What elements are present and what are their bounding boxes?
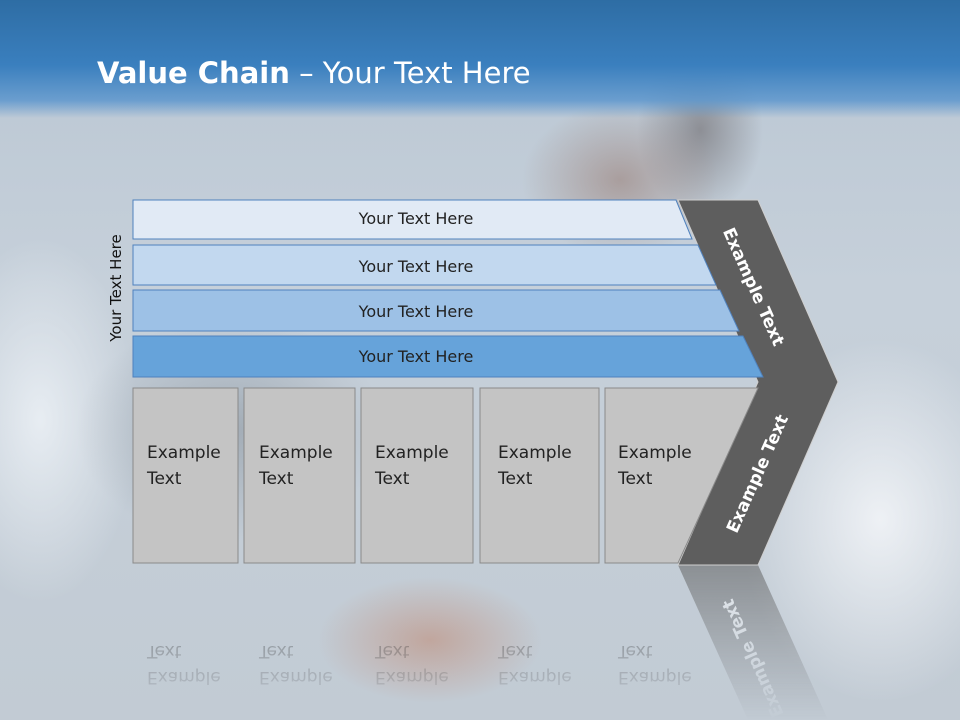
reflection-column-1-line-1: Example <box>147 667 221 687</box>
row-1-label: Your Text Here <box>358 209 474 228</box>
column-5-line-2: Text <box>617 469 653 489</box>
column-4-box <box>479 387 600 564</box>
row-3: Your Text Here <box>132 289 740 332</box>
column-4-line-2: Text <box>497 469 533 489</box>
row-2: Your Text Here <box>132 244 717 286</box>
column-5-box <box>604 387 759 564</box>
row-4-label: Your Text Here <box>358 347 474 366</box>
column-4-line-1: Example <box>498 443 572 463</box>
reflection-column-1-line-2: Text <box>146 641 182 661</box>
header-bar <box>0 0 960 118</box>
column-3-line-1: Example <box>375 443 449 463</box>
row-1: Your Text Here <box>132 199 693 240</box>
column-1: Example Text <box>132 387 239 564</box>
reflection-column-4-line-2: Text <box>497 641 533 661</box>
reflection-column-2-line-2: Text <box>258 641 294 661</box>
column-4: Example Text <box>479 387 600 564</box>
row-3-label: Your Text Here <box>358 302 474 321</box>
column-2: Example Text <box>243 387 356 564</box>
row-2-label: Your Text Here <box>358 257 474 276</box>
row-4: Your Text Here <box>132 335 764 378</box>
reflection-chevron <box>678 565 829 720</box>
reflection-column-2-line-1: Example <box>259 667 333 687</box>
column-3-box <box>360 387 474 564</box>
row-4-bar <box>132 335 764 378</box>
column-1-box <box>132 387 239 564</box>
reflection-column-3-line-2: Text <box>374 641 410 661</box>
reflection-column-4-line-1: Example <box>498 667 572 687</box>
reflection-column-5-line-2: Text <box>617 641 653 661</box>
column-2-line-1: Example <box>259 443 333 463</box>
column-3: Example Text <box>360 387 474 564</box>
column-5: Example Text <box>604 387 759 564</box>
column-1-line-2: Text <box>146 469 182 489</box>
reflection-column-3-line-1: Example <box>375 667 449 687</box>
column-3-line-2: Text <box>374 469 410 489</box>
title-rest: – Your Text Here <box>289 56 531 90</box>
column-2-box <box>243 387 356 564</box>
column-1-line-1: Example <box>147 443 221 463</box>
reflection-column-5-line-1: Example <box>618 667 692 687</box>
column-2-line-2: Text <box>258 469 294 489</box>
row-3-bar <box>132 289 740 332</box>
column-5-line-1: Example <box>618 443 692 463</box>
page-title: Value Chain – Your Text Here <box>97 56 531 90</box>
row-2-bar <box>132 244 717 286</box>
title-bold: Value Chain <box>97 56 290 90</box>
row-1-bar <box>132 199 693 240</box>
